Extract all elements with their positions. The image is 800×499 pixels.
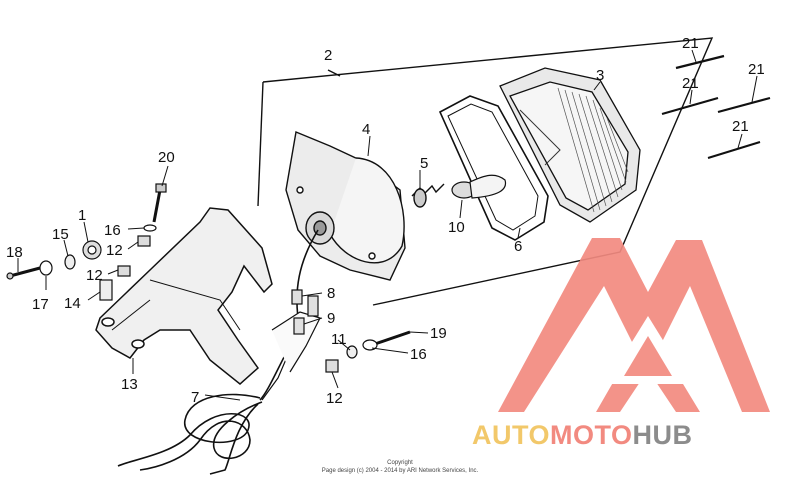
taillight-bracket <box>95 207 273 385</box>
callout-17: 17 <box>32 296 49 313</box>
callout-8: 8 <box>327 285 335 302</box>
brand-hub: HUB <box>633 420 693 450</box>
callout-18: 18 <box>6 244 23 261</box>
callout-1: 1 <box>78 207 86 224</box>
leader-lines <box>17 49 758 401</box>
callout-5: 5 <box>420 155 428 172</box>
callout-labels: 1 2 3 4 5 6 7 8 9 10 11 12 12 12 13 14 1… <box>6 35 765 407</box>
svg-text:AUTOMOTOHUB: AUTOMOTOHUB <box>472 420 693 450</box>
callout-7: 7 <box>191 389 199 406</box>
callout-21-a: 21 <box>682 35 699 52</box>
callout-21-d: 21 <box>732 118 749 135</box>
bulb <box>451 174 507 199</box>
callout-2: 2 <box>324 47 332 64</box>
callout-19: 19 <box>430 325 447 342</box>
spring <box>411 183 445 208</box>
callout-14: 14 <box>64 295 81 312</box>
brand-moto: MOTO <box>550 420 633 450</box>
assembly-boundary-outline <box>257 37 714 306</box>
callout-4: 4 <box>362 121 370 138</box>
taillight-base <box>285 131 406 281</box>
callout-12-lower: 12 <box>86 267 103 284</box>
callout-21-b: 21 <box>682 75 699 92</box>
left-fasteners <box>6 183 167 301</box>
callout-11: 11 <box>331 331 347 348</box>
callout-3: 3 <box>596 67 604 84</box>
taillight-lens-housing <box>499 67 641 223</box>
wire-connectors <box>291 289 319 335</box>
callout-12-right: 12 <box>326 390 343 407</box>
copyright-line-1: Copyright <box>387 460 413 466</box>
callout-20: 20 <box>158 149 175 166</box>
callout-13: 13 <box>121 376 138 393</box>
brand-auto: AUTO <box>472 420 550 450</box>
lens-gasket <box>438 95 549 241</box>
callout-16-right: 16 <box>410 346 427 363</box>
callout-12-upper: 12 <box>106 242 123 259</box>
automotohub-logo-mark <box>498 238 770 412</box>
copyright-line-2: Page design (c) 2004 - 2014 by ARI Netwo… <box>322 468 479 474</box>
callout-21-c: 21 <box>748 61 765 78</box>
callout-15: 15 <box>52 226 69 243</box>
callout-16-left: 16 <box>104 222 121 239</box>
screws <box>661 54 771 160</box>
right-fasteners <box>325 330 411 373</box>
callout-6: 6 <box>514 238 522 255</box>
callout-9: 9 <box>327 310 335 327</box>
automotohub-wordmark: AUTOMOTOHUB <box>472 420 693 450</box>
callout-10: 10 <box>448 219 465 236</box>
